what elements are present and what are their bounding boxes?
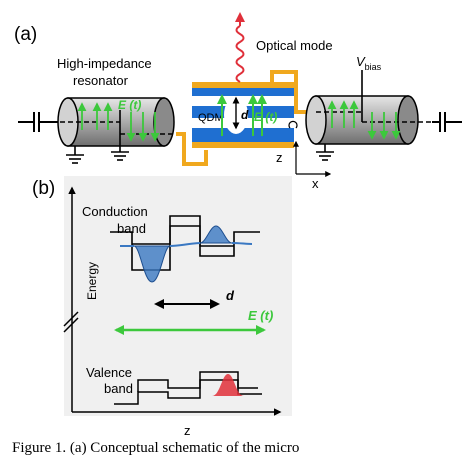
- left-field-arrows: [77, 102, 160, 142]
- conduction-band-bottom: [132, 225, 234, 247]
- right-gold-wire: [270, 70, 316, 114]
- coordinate-axes: [293, 140, 332, 177]
- energy-axis-label: Energy: [85, 262, 99, 300]
- axis-break: [63, 311, 79, 333]
- wavefunction-tail: [119, 242, 253, 248]
- valence-wavefunction: [212, 374, 244, 396]
- qdm-field-label: E (t): [254, 110, 277, 124]
- conduction-label-line2: band: [117, 221, 146, 236]
- right-field-arrows: [327, 100, 401, 140]
- energy-axes: [68, 186, 282, 416]
- panel-b-field-label: E (t): [248, 308, 273, 323]
- optical-mode-wave: [235, 12, 245, 83]
- qdm-d-label: d: [241, 108, 249, 122]
- left-gold-wire: [176, 132, 208, 166]
- panel-b-axis-z-label: z: [184, 423, 191, 438]
- valence-label-line2: band: [104, 381, 133, 396]
- rotation-arrow-icon: [288, 120, 298, 129]
- vbias-sub: bias: [365, 62, 382, 72]
- right-resonator-cylinder: [305, 70, 432, 145]
- left-capacitor: [18, 112, 60, 132]
- qdm-label: QDM: [198, 112, 224, 124]
- panel-b-label: (b): [32, 178, 55, 199]
- valence-label-line1: Valence: [86, 365, 132, 380]
- right-ground-symbol: [316, 144, 334, 161]
- optical-mode-label: Optical mode: [256, 38, 333, 53]
- left-resonator-cylinder: [57, 97, 176, 147]
- figure-caption: Figure 1. (a) Conceptual schematic of th…: [12, 440, 299, 455]
- axis-z-label: z: [276, 150, 283, 165]
- panel-b: (b) Energy z Conduction band d E (t): [32, 176, 292, 438]
- resonator-label-line2: resonator: [73, 73, 129, 88]
- left-ground-symbols: [66, 134, 129, 164]
- panel-a: (a) E (t) High-impedance re: [14, 12, 462, 191]
- vbias-main: V: [356, 54, 366, 69]
- qdm-field-arrows: [217, 94, 267, 136]
- panel-b-d-label: d: [226, 288, 235, 303]
- resonator-label-line1: High-impedance: [57, 56, 152, 71]
- left-field-label: E (t): [118, 98, 141, 112]
- panel-a-label: (a): [14, 24, 37, 45]
- right-capacitor: [432, 112, 462, 132]
- vbias-label: Vbias: [356, 54, 382, 72]
- qdm-device: [192, 82, 294, 148]
- axis-x-label: x: [312, 176, 319, 191]
- valence-band-bottom: [114, 379, 262, 405]
- conduction-label-line1: Conduction: [82, 204, 148, 219]
- wavefunction-left: [133, 245, 171, 283]
- wavefunction-right: [199, 225, 233, 244]
